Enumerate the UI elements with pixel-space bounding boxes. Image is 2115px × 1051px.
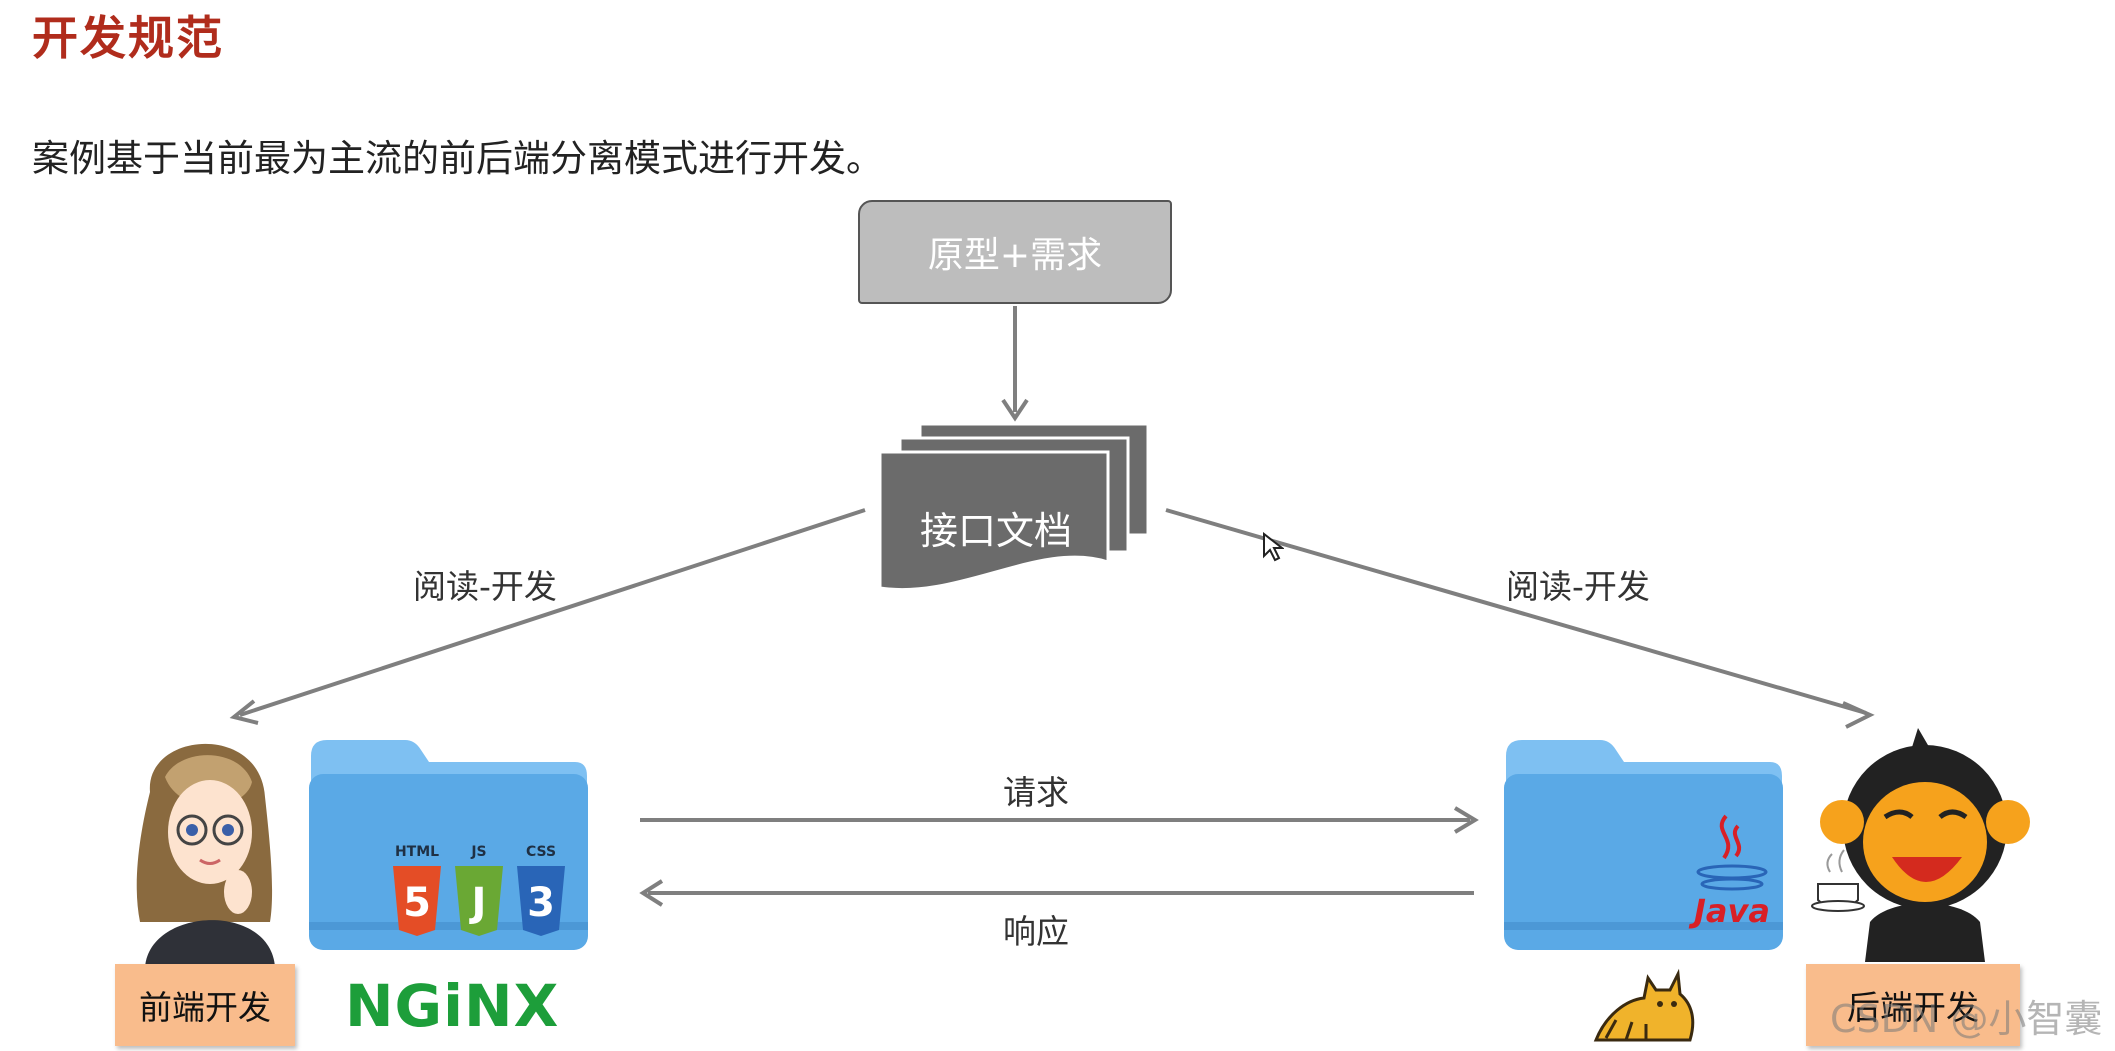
backend-tag-label: 后端开发 (1847, 988, 1979, 1027)
page-subtitle: 案例基于当前最为主流的前后端分离模式进行开发。 (32, 137, 883, 180)
java-logo-icon: Java (1688, 814, 1770, 930)
left-edge-label: 阅读-开发 (413, 567, 557, 606)
frontend-tag: 前端开发 (115, 964, 295, 1046)
html-label: HTML (395, 844, 439, 860)
api-document-label: 接口文档 (920, 509, 1073, 553)
mouse-cursor-icon (1263, 532, 1284, 562)
response-label: 响应 (1003, 912, 1069, 951)
html5-glyph: 5 (403, 880, 431, 926)
api-document-icon (878, 422, 1150, 591)
java-label: Java (1688, 892, 1770, 930)
request-label: 请求 (1003, 773, 1069, 812)
backend-tag: 后端开发 (1806, 964, 2020, 1046)
backend-folder-icon: Java (1504, 740, 1783, 950)
html5-logo-icon: 5 HTML (393, 844, 441, 936)
prototype-requirements-box: 原型+需求 (858, 200, 1172, 304)
doc-to-backend-arrowhead (1842, 701, 1875, 729)
js-label: JS (470, 844, 486, 860)
page-title: 开发规范 (32, 11, 224, 65)
frontend-folder-icon: 5 HTML J JS 3 CSS (309, 740, 588, 950)
css-label: CSS (526, 844, 556, 860)
js-logo-icon: J JS (455, 844, 503, 936)
css3-logo-icon: 3 CSS (517, 844, 565, 936)
nginx-logo: NGiNX (345, 972, 560, 1040)
backend-developer-icon (1811, 728, 2030, 962)
proto-to-doc-arrowhead (1001, 398, 1029, 422)
prototype-requirements-label: 原型+需求 (927, 235, 1103, 276)
js-glyph: J (469, 880, 487, 926)
doc-to-frontend-arrow (239, 508, 866, 717)
doc-to-frontend-arrowhead (229, 699, 259, 725)
watermark: CSDN @小智囊 (1830, 997, 2103, 1041)
frontend-developer-icon (136, 743, 275, 967)
response-arrowhead (639, 879, 664, 907)
tomcat-logo-icon (1593, 968, 1695, 1042)
request-arrowhead (1453, 806, 1479, 834)
right-edge-label: 阅读-开发 (1506, 567, 1650, 606)
css3-glyph: 3 (527, 880, 555, 926)
doc-to-backend-arrow (1165, 508, 1867, 715)
frontend-tag-label: 前端开发 (139, 988, 271, 1027)
